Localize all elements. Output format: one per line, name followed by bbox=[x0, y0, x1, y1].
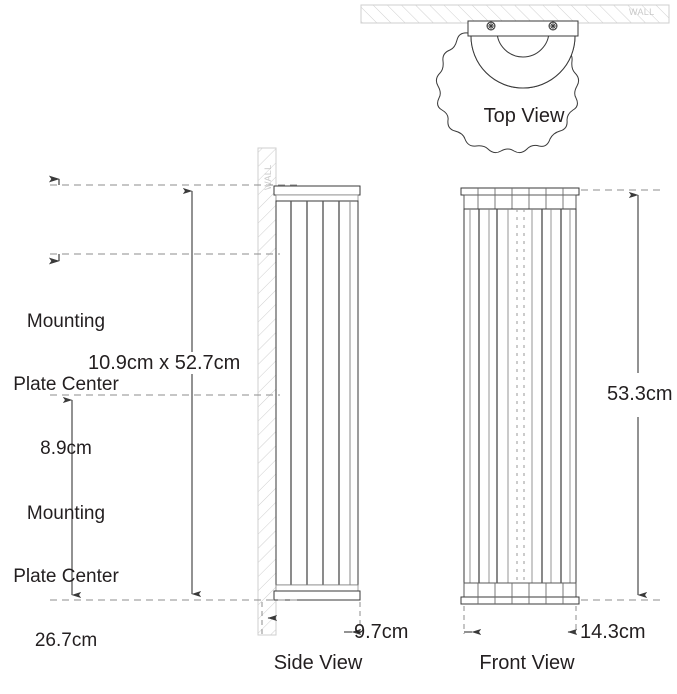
top-view-group bbox=[360, 4, 670, 154]
drawing-canvas bbox=[48, 4, 670, 636]
front-view-body bbox=[463, 208, 577, 584]
view-title-top: Top View bbox=[483, 105, 565, 127]
mounting-plate-upper-value: 8.9cm bbox=[40, 438, 92, 460]
mounting-plate-lower-line2: Plate Center bbox=[13, 566, 119, 588]
top-view-mounting-plate bbox=[467, 20, 579, 37]
side-view-wall bbox=[257, 147, 277, 636]
front-view-group bbox=[460, 187, 580, 605]
side-view-body bbox=[275, 200, 359, 586]
side-depth-label: 9.7cm bbox=[354, 621, 409, 643]
front-view-top-cap bbox=[460, 187, 580, 210]
top-view-inner-arc bbox=[496, 30, 550, 58]
panel-size-label: 10.9cm x 52.7cm bbox=[85, 352, 244, 375]
front-width-label: 14.3cm bbox=[580, 621, 646, 643]
overall-height-label: 53.3cm bbox=[604, 381, 676, 408]
mounting-plate-center-upper-label: Mounting Plate Center 8.9cm bbox=[0, 268, 132, 502]
mounting-plate-lower-line1: Mounting bbox=[26, 502, 106, 524]
side-view-top-cap bbox=[273, 185, 361, 202]
mounting-plate-upper-line1: Mounting bbox=[26, 310, 106, 332]
view-title-front: Front View bbox=[479, 652, 575, 674]
mounting-screw-left-icon bbox=[486, 21, 496, 31]
top-view-wall bbox=[360, 4, 670, 24]
wall-label-side: WALL bbox=[263, 164, 273, 190]
wall-label-top: WALL bbox=[629, 7, 655, 17]
side-view-group bbox=[257, 147, 361, 636]
view-title-side: Side View bbox=[273, 652, 363, 674]
front-view-bottom-cap bbox=[460, 582, 580, 605]
side-view-bottom-cap bbox=[273, 584, 361, 601]
technical-drawing: WALL WALL Mounting Plate Center 8.9cm Mo… bbox=[0, 4, 676, 674]
mounting-plate-center-lower-label: Mounting Plate Center 26.7cm bbox=[0, 460, 132, 694]
top-view-inner-profile bbox=[470, 29, 576, 89]
dimension-lines bbox=[48, 175, 660, 636]
mounting-plate-upper-line2: Plate Center bbox=[13, 374, 119, 396]
mounting-plate-lower-value: 26.7cm bbox=[34, 630, 98, 652]
mounting-screw-right-icon bbox=[548, 21, 558, 31]
